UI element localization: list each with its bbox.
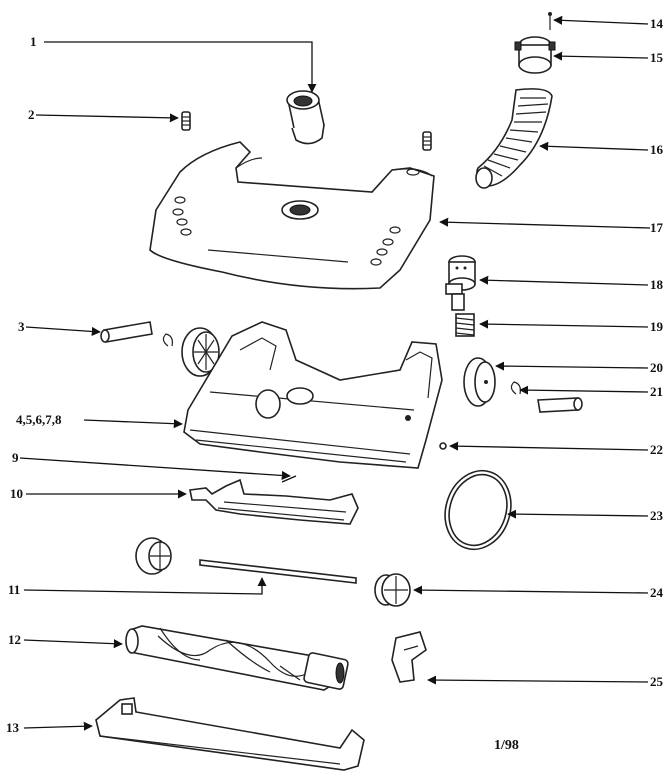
part-front-wheel-left xyxy=(135,537,172,575)
part-18-switch xyxy=(445,255,476,311)
callout-18: 18 xyxy=(650,277,664,292)
callout-17: 17 xyxy=(650,220,664,235)
part-4-8-base-chassis xyxy=(183,321,443,469)
part-16-hose xyxy=(475,88,553,189)
callout-15: 15 xyxy=(650,50,664,65)
callout-22: 22 xyxy=(650,442,663,457)
callout-9: 9 xyxy=(12,450,19,465)
leader-lines xyxy=(19,15,651,731)
part-23-belt xyxy=(444,469,512,551)
callout-14: 14 xyxy=(650,16,664,31)
callout-21: 21 xyxy=(650,384,663,399)
part-22-nut xyxy=(439,442,447,450)
callout-11: 11 xyxy=(8,582,20,597)
part-13-bumper xyxy=(95,697,365,771)
part-24-front-wheel xyxy=(374,573,411,607)
callout-13: 13 xyxy=(6,720,20,735)
part-17-top-cover xyxy=(149,141,435,290)
callout-10: 10 xyxy=(10,486,23,501)
callout-19: 19 xyxy=(650,319,664,334)
part-wheel-left xyxy=(181,327,220,377)
part-3-axle xyxy=(100,321,153,343)
callout-25: 25 xyxy=(650,674,664,689)
callout-16: 16 xyxy=(650,142,664,157)
part-19-spring xyxy=(455,313,475,337)
part-2-screw xyxy=(181,111,191,131)
callout-23: 23 xyxy=(650,508,664,523)
part-25-bracket xyxy=(391,631,427,683)
part-21-clip xyxy=(510,381,521,395)
part-axle-right xyxy=(537,397,583,413)
date-code: 1/98 xyxy=(494,738,519,753)
part-10-bottom-plate xyxy=(189,478,359,525)
part-11-axle-rod xyxy=(199,559,357,584)
part-1-hose-adapter xyxy=(286,90,325,145)
callout-2: 2 xyxy=(28,107,35,122)
callout-3: 3 xyxy=(18,319,25,334)
part-15-coupling xyxy=(514,36,556,74)
callout-24: 24 xyxy=(650,585,664,600)
callout-labels: 1 2 3 4,5,6,7,8 9 10 11 12 13 14 15 16 1… xyxy=(6,16,664,753)
callout-1: 1 xyxy=(30,34,37,49)
part-12-brushroll xyxy=(125,625,349,691)
part-clip-left xyxy=(162,333,173,347)
part-20-rear-wheel xyxy=(463,357,496,407)
part-screw-small xyxy=(422,131,432,151)
part-9-screw xyxy=(281,475,297,483)
part-14-pin xyxy=(548,12,552,30)
callout-12: 12 xyxy=(8,632,21,647)
callout-20: 20 xyxy=(650,360,663,375)
callout-4-8: 4,5,6,7,8 xyxy=(16,412,62,427)
